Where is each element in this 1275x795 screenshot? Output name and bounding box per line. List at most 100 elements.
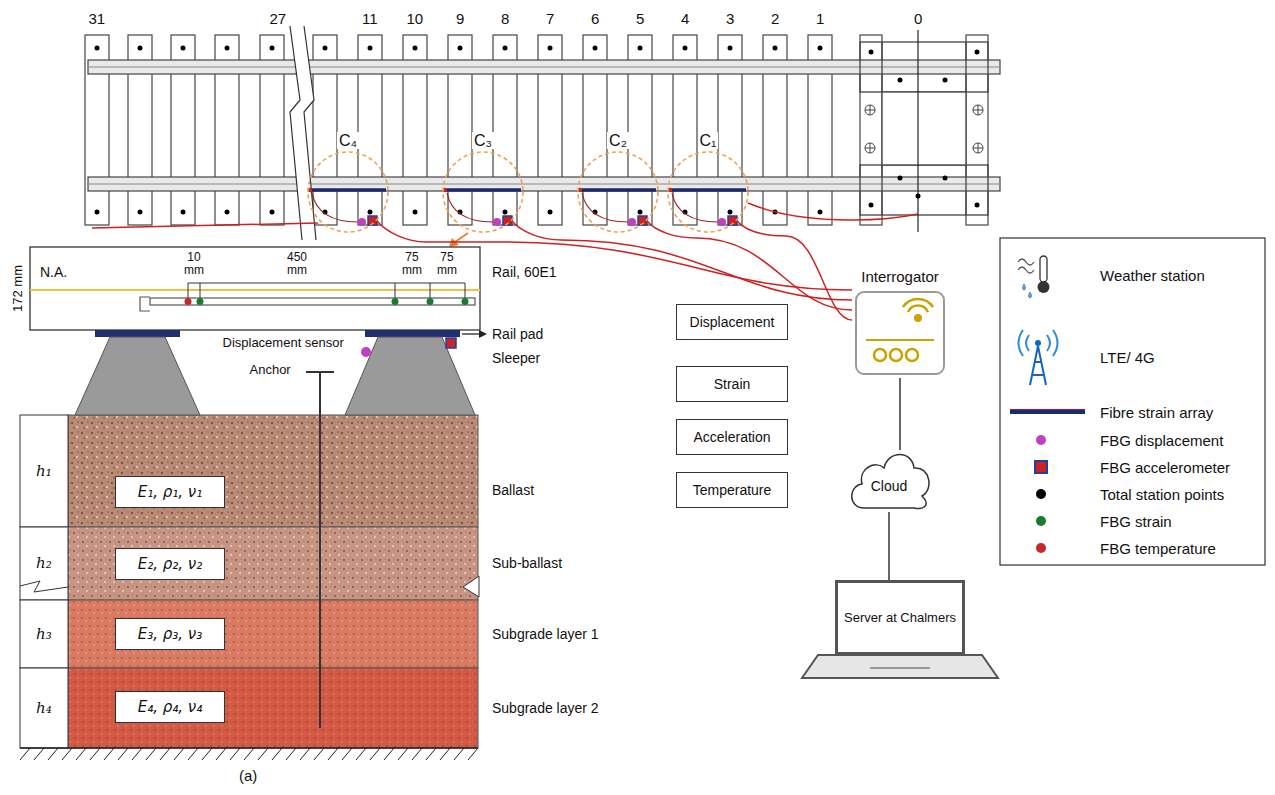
layer-label: Sub-ballast <box>492 555 562 571</box>
layer-property-box: E₂, ρ₂, ν₂ <box>115 548 225 580</box>
thickness-label-text: h₄ <box>36 699 52 717</box>
box-label: E₃, ρ₃, ν₃ <box>138 625 203 643</box>
layer-property-box: E₃, ρ₃, ν₃ <box>115 618 225 650</box>
sleeper-number: 11 <box>362 10 378 27</box>
dimension-label-text: 172 mm <box>10 264 25 311</box>
connector <box>646 220 852 310</box>
part-label-text: Rail, 60E1 <box>492 264 557 280</box>
cluster-label-holder: C₄ <box>302 132 394 150</box>
axis-label-text: N.A. <box>40 264 67 280</box>
cluster-label-holder: C₂ <box>572 132 664 150</box>
legend-text: Total station points <box>1100 486 1224 503</box>
box-label: E₁, ρ₁, ν₁ <box>138 483 203 501</box>
axis-label: N.A. <box>40 264 67 280</box>
sleeper-number-text: 3 <box>726 10 734 27</box>
sleeper-number-text: 8 <box>501 10 509 27</box>
connector <box>888 512 890 580</box>
legend-text: FBG accelerometer <box>1100 459 1230 476</box>
connector <box>511 220 852 300</box>
sleeper-number: 3 <box>726 10 734 27</box>
part-label-text: Rail pad <box>492 326 543 342</box>
legend-text: Weather station <box>1100 267 1205 284</box>
layer-label-text: Ballast <box>492 482 534 498</box>
legend-entry: Fibre strain array <box>1100 404 1213 421</box>
thickness-label-text: h₁ <box>36 462 52 480</box>
legend-swatch <box>1036 435 1046 445</box>
part-label: Displacement sensor <box>223 336 344 351</box>
dashed-circle-outline <box>668 152 748 232</box>
part-label-text: Sleeper <box>492 350 540 366</box>
box-label: Temperature <box>693 482 772 498</box>
layer-label-text: Subgrade layer 2 <box>492 700 599 716</box>
interrogator-label-holder: Interrogator <box>852 268 948 285</box>
measurement-box: Acceleration <box>676 419 788 455</box>
legend-text: LTE/ 4G <box>1100 349 1155 366</box>
dimension-label-text: 450 mm <box>287 250 307 277</box>
sleeper-number: 2 <box>771 10 779 27</box>
dimension-label: 75 mm <box>397 251 427 277</box>
box-label: Acceleration <box>693 429 770 445</box>
cluster-label: C₂ <box>607 132 629 149</box>
thickness-label: h₄ <box>36 700 52 717</box>
figure-caption: (a) <box>239 767 257 784</box>
box-label: Displacement <box>690 314 775 330</box>
cloud-label-holder: Cloud <box>846 478 932 494</box>
thickness-label-text: h₂ <box>36 554 52 572</box>
part-label: Rail, 60E1 <box>492 264 557 280</box>
sleeper-number-text: 31 <box>89 10 106 27</box>
sleeper-number-text: 4 <box>681 10 689 27</box>
legend-entry: FBG accelerometer <box>1100 459 1230 476</box>
cloud-path <box>852 455 929 509</box>
sleeper-number: 31 <box>89 10 106 27</box>
layer-property-box: E₁, ρ₁, ν₁ <box>115 476 225 508</box>
cluster-label: C₁ <box>698 132 719 149</box>
sleeper-number-text: 7 <box>546 10 554 27</box>
thickness-label: h₂ <box>36 555 52 572</box>
sleeper-number-text: 2 <box>771 10 779 27</box>
sleeper-number: 9 <box>456 10 464 27</box>
cloud-shape: Cloud <box>846 450 932 512</box>
layer-label: Ballast <box>492 482 534 498</box>
legend-entry: LTE/ 4G <box>1100 349 1155 366</box>
cluster-label: C₃ <box>472 132 494 149</box>
sleeper-number: 6 <box>591 10 599 27</box>
cluster-label-holder: C₃ <box>437 132 529 150</box>
sleeper-number: 4 <box>681 10 689 27</box>
sleeper-number: 1 <box>816 10 824 27</box>
part-label-text: Anchor <box>250 362 291 377</box>
thickness-label: h₁ <box>36 463 52 480</box>
dimension-label: 10 mm <box>179 251 209 277</box>
legend-swatch <box>1036 516 1046 526</box>
legend-text: Fibre strain array <box>1100 404 1213 421</box>
legend-entry: Weather station <box>1100 267 1205 284</box>
server-label: Server at Chalmers <box>844 610 956 625</box>
sensor-cluster: C₄ <box>302 132 394 234</box>
dimension-label-text: 75 mm <box>402 250 422 277</box>
cluster-label: C₄ <box>337 132 359 149</box>
thickness-label: h₃ <box>36 626 52 643</box>
server-laptop: Server at Chalmers <box>835 580 965 655</box>
legend-entry: Total station points <box>1100 486 1224 503</box>
dashed-circle-outline <box>578 152 658 232</box>
sleeper-number: 27 <box>270 10 287 27</box>
legend-text: FBG displacement <box>1100 432 1223 449</box>
sensor-cluster: C₁ <box>662 132 754 234</box>
part-label-text: Displacement sensor <box>223 335 344 350</box>
dashed-circle-outline <box>443 152 523 232</box>
box-label: Strain <box>714 376 751 392</box>
part-label: Rail pad <box>492 326 543 342</box>
layer-label-text: Sub-ballast <box>492 555 562 571</box>
sleeper-number-text: 0 <box>914 10 922 27</box>
dashed-circle-outline <box>308 152 388 232</box>
thickness-label-text: h₃ <box>36 625 52 643</box>
figure-caption-text: (a) <box>239 767 257 784</box>
part-label: Sleeper <box>492 350 540 366</box>
sensor-cluster: C₃ <box>437 132 529 234</box>
dimension-label: 75 mm <box>432 251 462 277</box>
sleeper-number: 0 <box>914 10 922 27</box>
legend-entry: FBG strain <box>1100 513 1172 530</box>
sleeper-number-text: 10 <box>407 10 424 27</box>
